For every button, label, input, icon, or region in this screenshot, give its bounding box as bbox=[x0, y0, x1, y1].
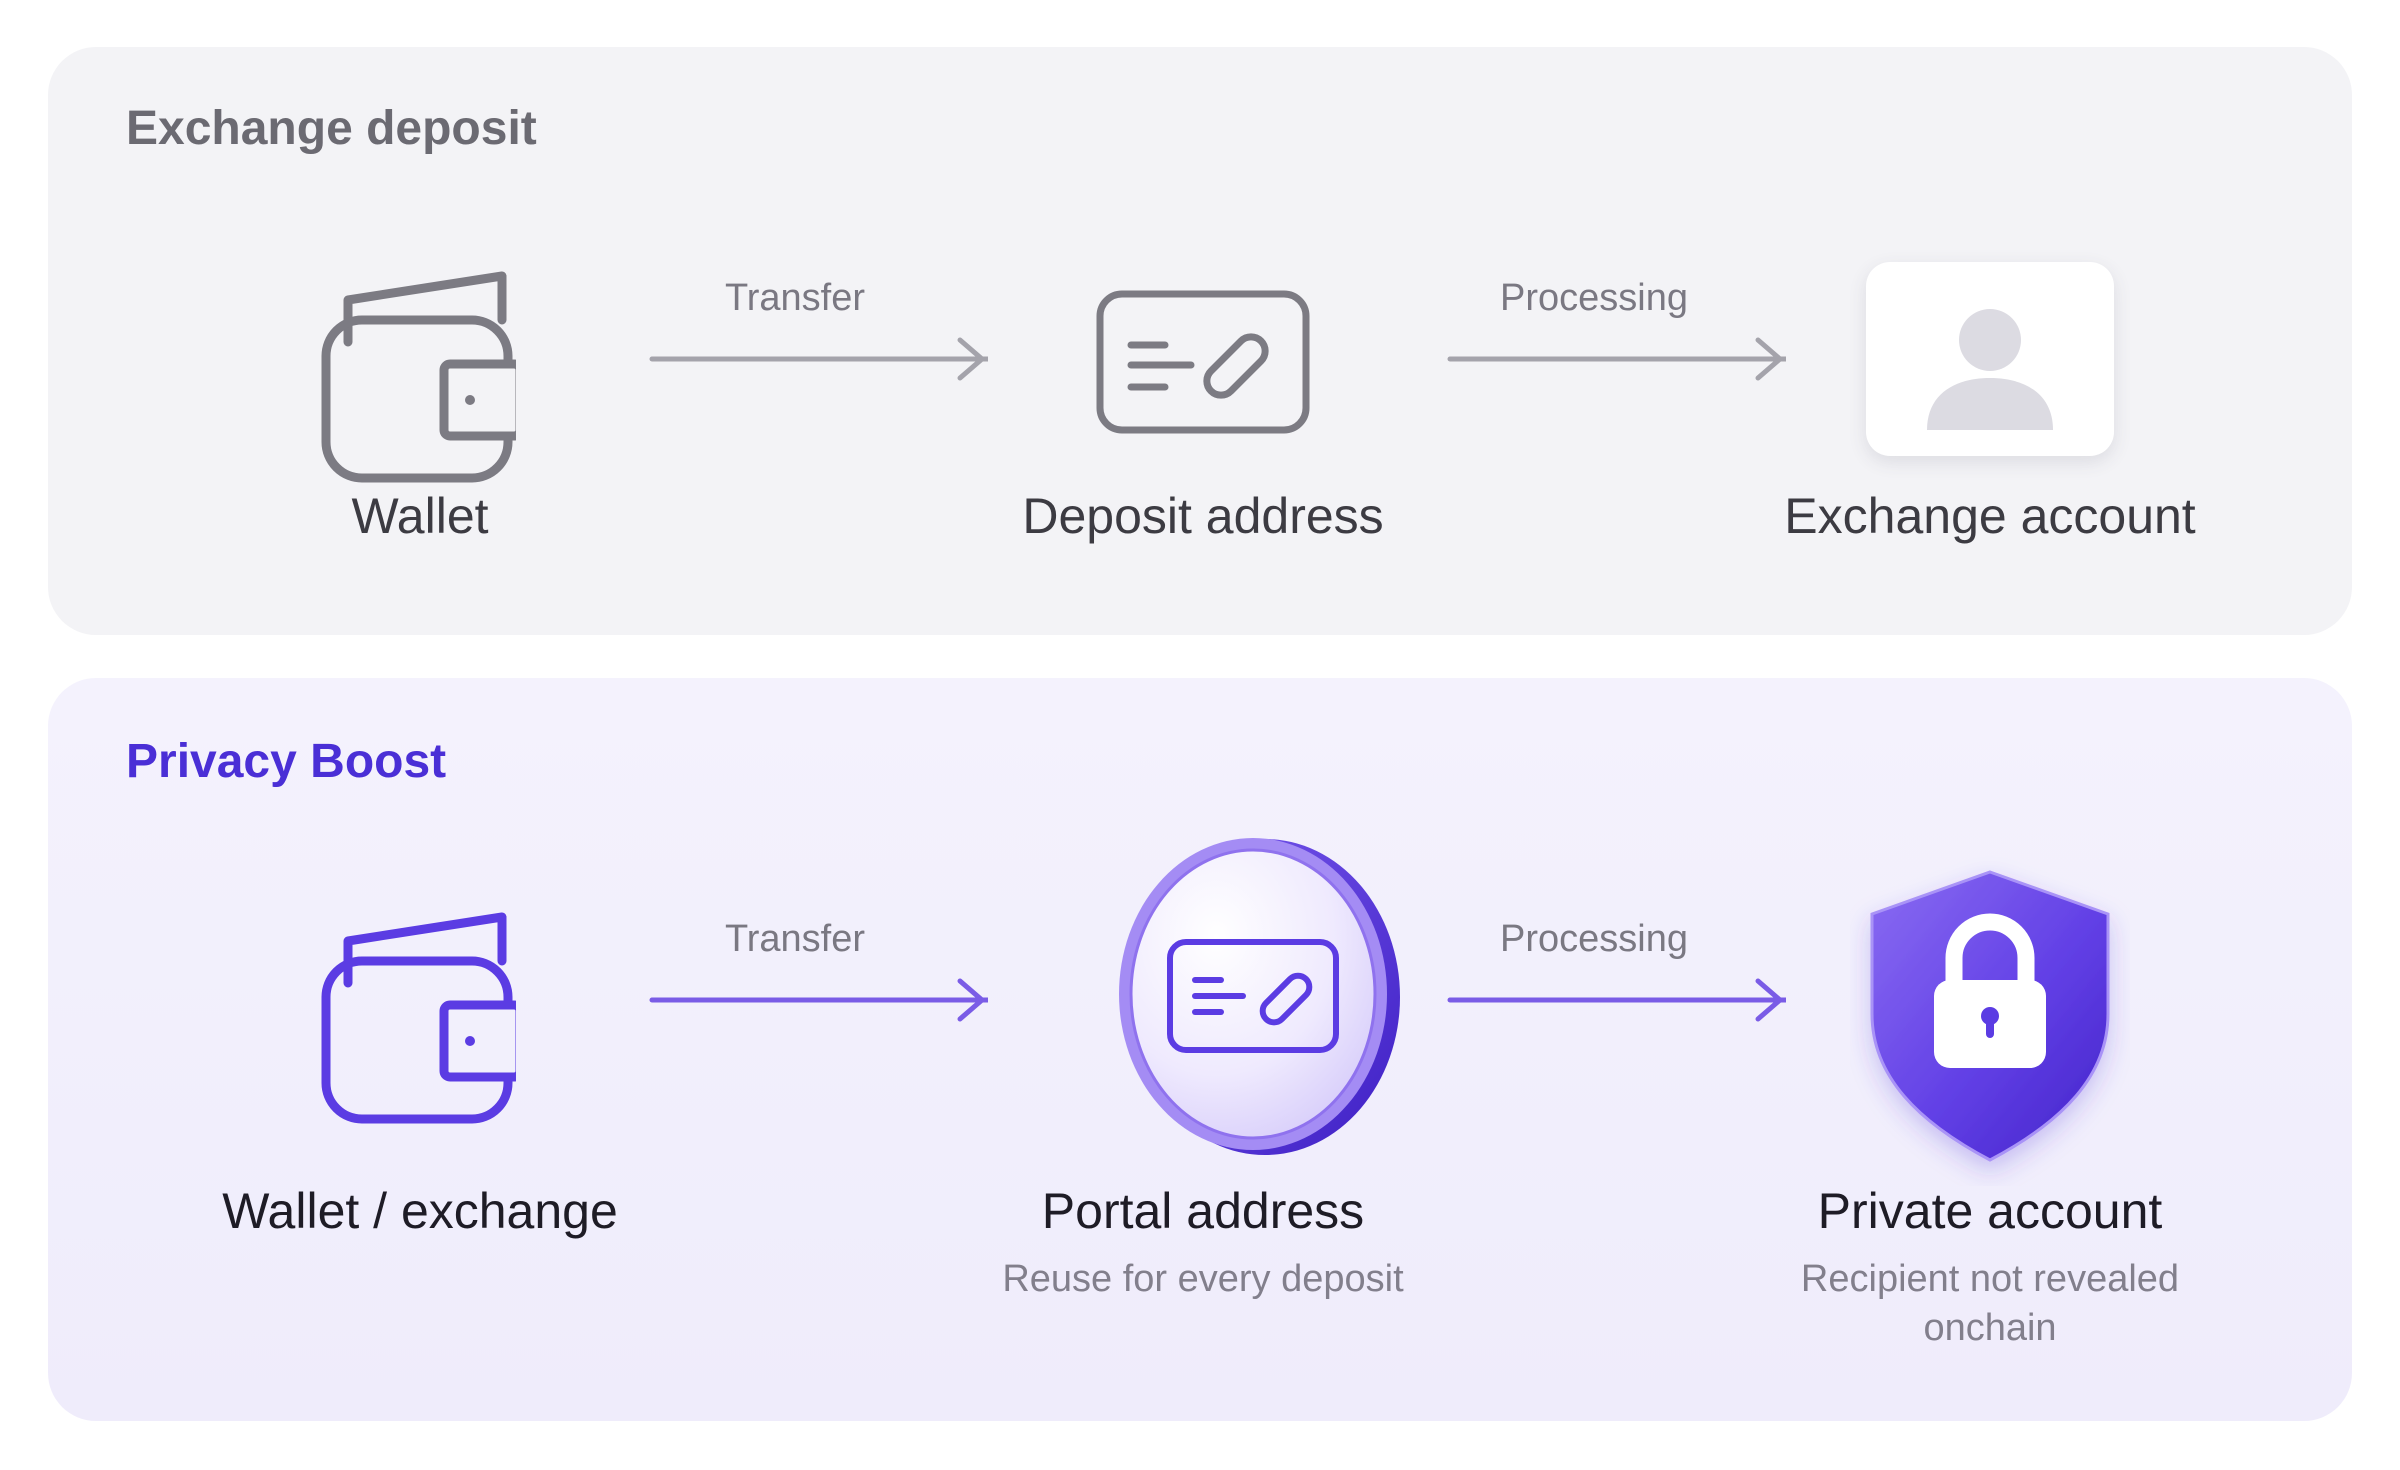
panel-title: Privacy Boost bbox=[126, 735, 447, 788]
arrow-label-processing: Processing bbox=[1500, 918, 1688, 960]
portal-coin-icon bbox=[1119, 838, 1400, 1155]
wallet-icon bbox=[321, 271, 516, 483]
arrow-right-icon bbox=[649, 337, 988, 381]
exchange-deposit-panel: Exchange deposit Wallet Transfer Deposit… bbox=[48, 47, 2352, 635]
arrow-label-transfer: Transfer bbox=[724, 277, 866, 319]
shield-lock-icon bbox=[1870, 870, 2110, 1162]
step-label-wallet: Wallet bbox=[351, 488, 489, 544]
step-sublabel-portal-address: Reuse for every deposit bbox=[1002, 1258, 1404, 1300]
user-icon bbox=[1927, 309, 2053, 430]
step-sublabel-private-account-line1: Recipient not revealed bbox=[1800, 1258, 2180, 1300]
account-card bbox=[1866, 262, 2114, 456]
panel-title: Exchange deposit bbox=[126, 102, 537, 155]
address-card-icon bbox=[1096, 290, 1310, 434]
arrow-label-transfer: Transfer bbox=[724, 918, 866, 960]
privacy-boost-panel: Privacy Boost Wallet / exchange Transfer bbox=[48, 678, 2352, 1421]
step-label-wallet-exchange: Wallet / exchange bbox=[222, 1183, 618, 1239]
arrow-right-icon bbox=[649, 978, 988, 1022]
step-sublabel-private-account-line2: onchain bbox=[1923, 1307, 2057, 1349]
step-label-deposit-address: Deposit address bbox=[1022, 488, 1384, 544]
step-label-private-account: Private account bbox=[1817, 1183, 2163, 1239]
wallet-icon bbox=[321, 912, 516, 1124]
arrow-right-icon bbox=[1447, 337, 1786, 381]
arrow-right-icon bbox=[1447, 978, 1786, 1022]
step-label-exchange-account: Exchange account bbox=[1784, 488, 2196, 544]
step-label-portal-address: Portal address bbox=[1041, 1183, 1365, 1239]
arrow-label-processing: Processing bbox=[1500, 277, 1688, 319]
